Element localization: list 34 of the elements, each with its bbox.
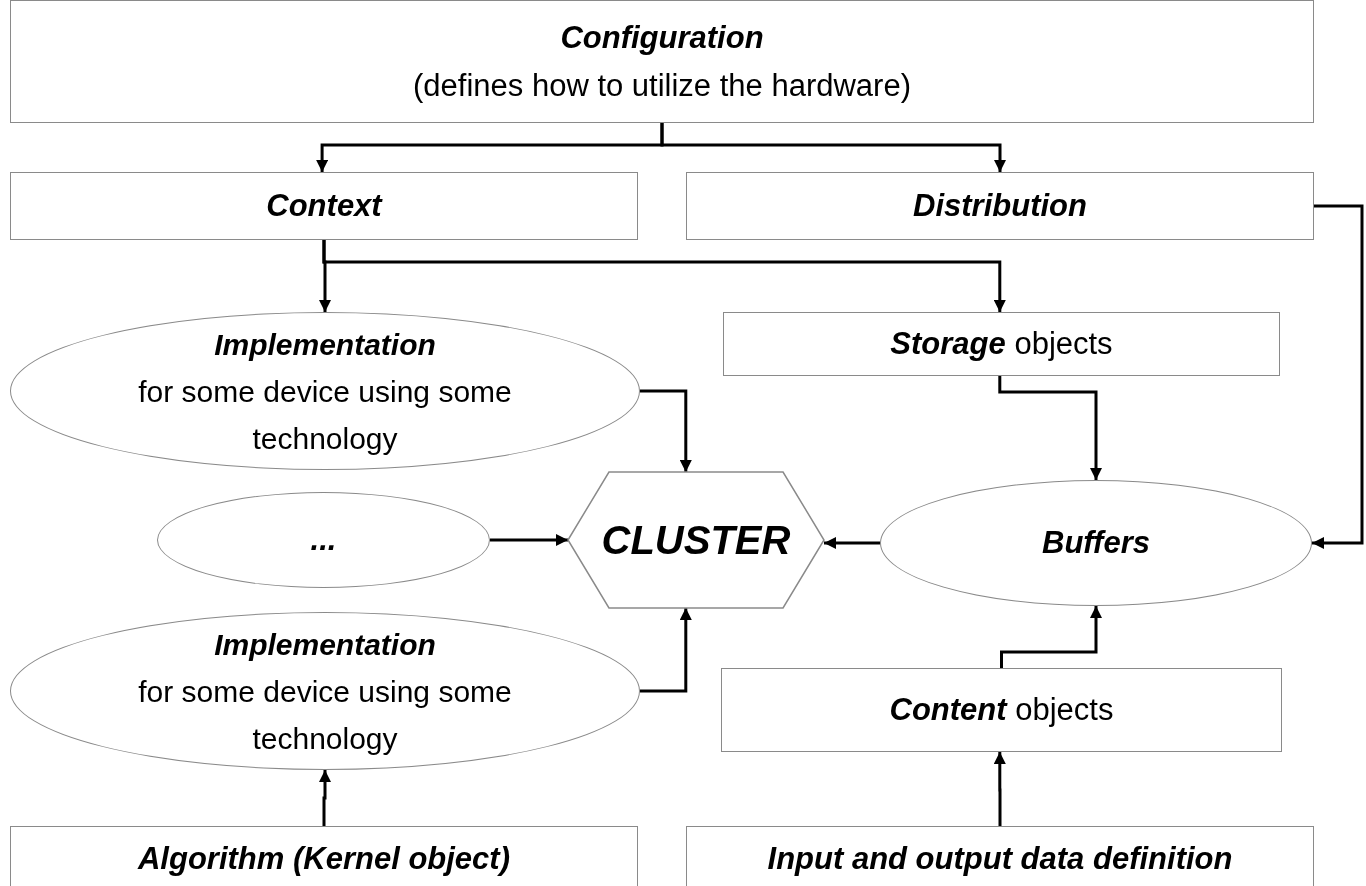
node-title: Algorithm (Kernel object) (138, 839, 510, 878)
arrow (998, 376, 1102, 480)
arrow (319, 770, 331, 826)
node-title: Distribution (913, 187, 1087, 225)
arrow (490, 534, 568, 546)
arrow (993, 752, 1006, 826)
hexagon-node (568, 472, 824, 608)
arrow (1000, 606, 1102, 668)
node-text: (defines how to utilize the hardware) (413, 66, 911, 105)
arrow (322, 240, 1006, 312)
node-text: for some device using some technology (137, 373, 513, 457)
process-box (10, 826, 638, 886)
process-box (721, 668, 1282, 752)
node-title: Input and output data definition (767, 839, 1233, 878)
process-box (723, 312, 1280, 376)
arrow (660, 123, 1006, 172)
arrow (1312, 204, 1364, 549)
node-title: CLUSTER (601, 517, 791, 564)
node-text: for some device using some technology (137, 673, 513, 757)
arrow (824, 537, 880, 549)
node-title: Context (266, 187, 382, 225)
process-box (686, 172, 1314, 240)
node-title: Implementation (214, 326, 436, 363)
process-box (10, 172, 638, 240)
node-title: Storage objects (890, 325, 1113, 363)
node-title: Buffers (1042, 524, 1150, 562)
node-title: ... (310, 521, 337, 559)
process-box (10, 0, 1314, 123)
node-title: Implementation (214, 626, 436, 663)
node-title: Configuration (560, 18, 764, 57)
node-title: Content objects (889, 691, 1114, 729)
arrow (640, 608, 692, 693)
arrow (640, 389, 692, 472)
process-box (686, 826, 1314, 886)
